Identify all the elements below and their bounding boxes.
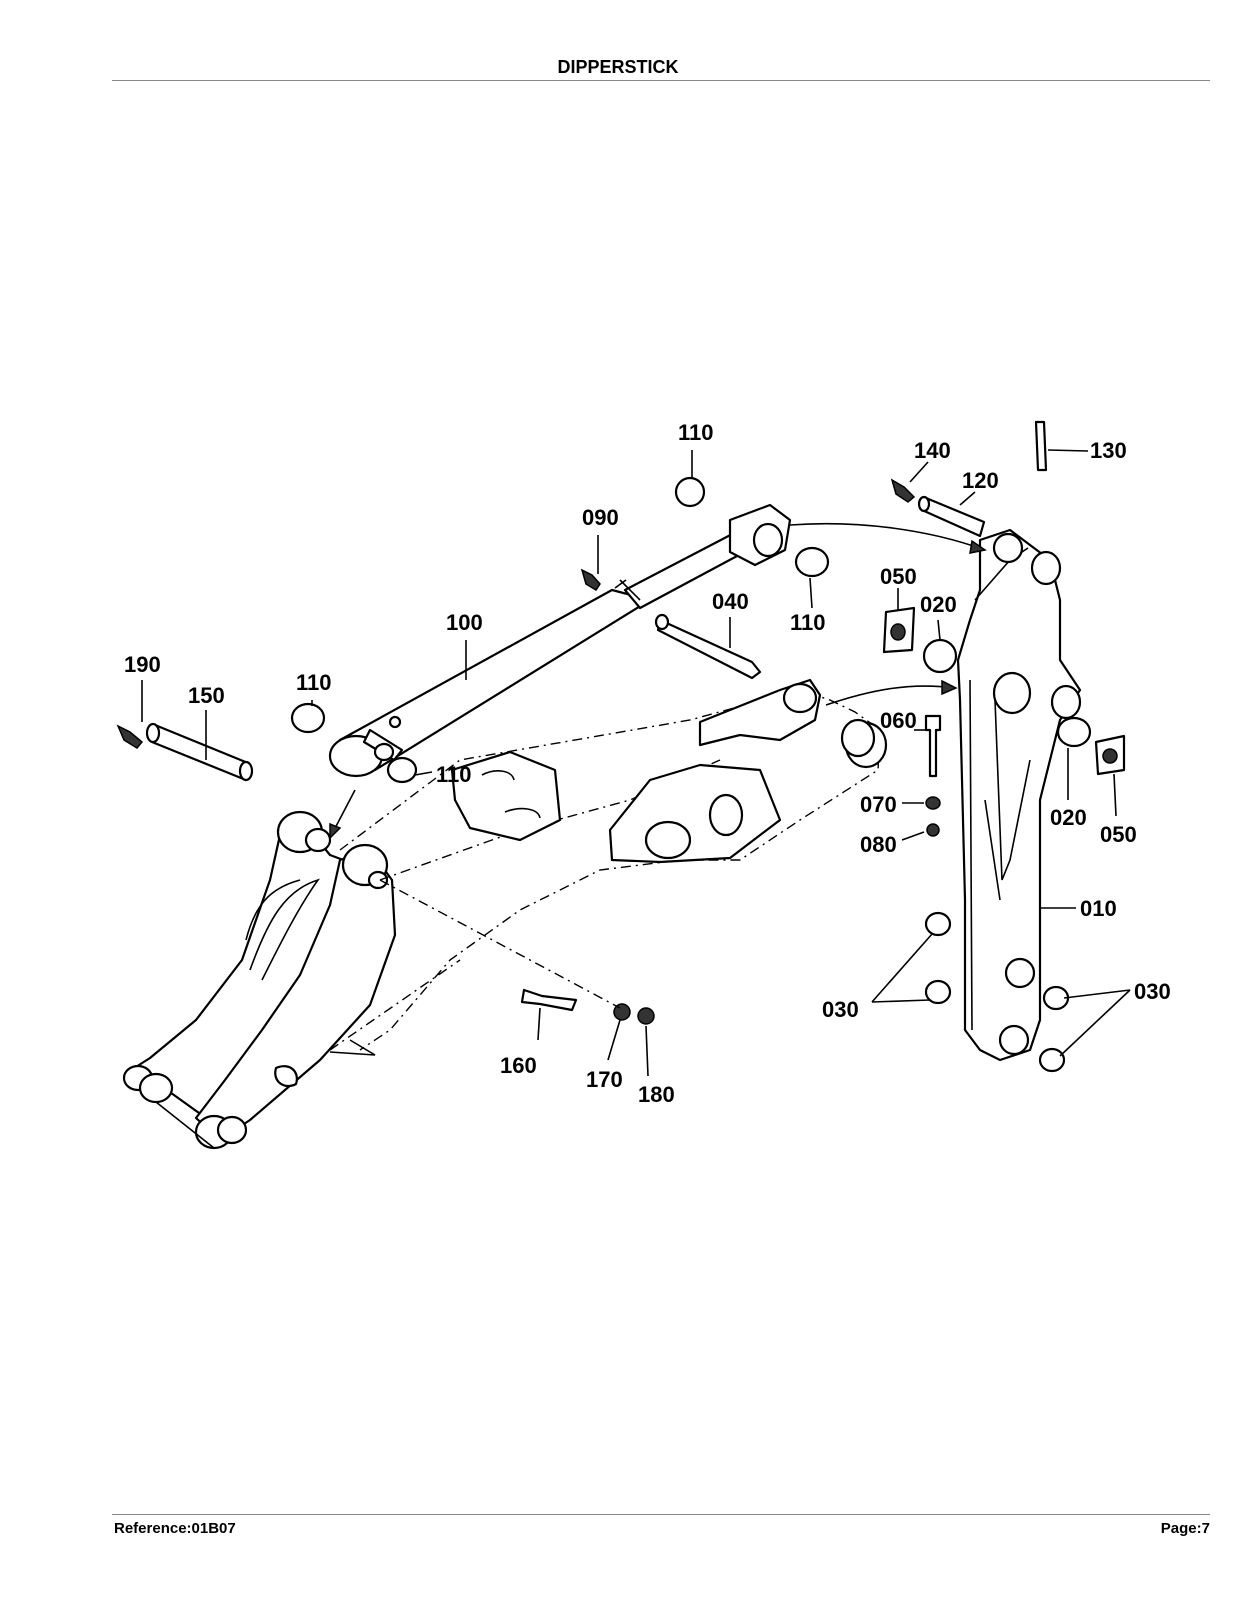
callout-120: 120 bbox=[962, 468, 999, 493]
nut-170 bbox=[613, 1003, 631, 1021]
grease-nipple-140 bbox=[890, 478, 916, 503]
footer-reference: Reference:01B07 bbox=[114, 1520, 236, 1537]
callout-070: 070 bbox=[860, 792, 897, 817]
callout-040: 040 bbox=[712, 589, 749, 614]
callout-010: 010 bbox=[1080, 896, 1117, 921]
pin-130 bbox=[1034, 420, 1048, 472]
pin-040 bbox=[656, 618, 762, 680]
bolt-160 bbox=[520, 988, 578, 1012]
dipperstick-010 bbox=[956, 528, 1082, 1062]
callout-110-right: 110 bbox=[790, 610, 826, 635]
bushing-110-low bbox=[386, 756, 418, 784]
boom-assembly bbox=[122, 678, 888, 1150]
grease-nipple-090 bbox=[580, 568, 601, 592]
callout-140: 140 bbox=[914, 438, 951, 463]
assembly-arrow-upper bbox=[789, 522, 986, 551]
callout-190: 190 bbox=[124, 652, 161, 677]
callout-110-top: 110 bbox=[678, 420, 714, 445]
leader-lines bbox=[141, 449, 1131, 1077]
bushing-030-b bbox=[924, 979, 952, 1005]
nut-080 bbox=[926, 823, 940, 837]
callout-050-right: 050 bbox=[1100, 822, 1137, 847]
callout-160: 160 bbox=[500, 1053, 537, 1078]
callout-060: 060 bbox=[880, 708, 917, 733]
bushing-110-right bbox=[794, 546, 830, 578]
dipper-cylinder bbox=[328, 503, 792, 778]
callout-100: 100 bbox=[446, 610, 483, 635]
callout-020-right: 020 bbox=[1050, 805, 1087, 830]
bushing-030-d bbox=[1038, 1047, 1066, 1073]
callout-020-left: 020 bbox=[920, 592, 957, 617]
pin-120 bbox=[920, 496, 986, 538]
callout-110-low: 110 bbox=[436, 762, 472, 787]
callout-110-left: 110 bbox=[296, 670, 332, 695]
page-title: DIPPERSTICK bbox=[557, 57, 679, 77]
bushing-020-right bbox=[1056, 716, 1092, 748]
callout-030-left: 030 bbox=[822, 997, 859, 1022]
callout-170: 170 bbox=[586, 1067, 623, 1092]
footer-page-number: Page:7 bbox=[1160, 1520, 1210, 1537]
callout-030-right: 030 bbox=[1134, 979, 1171, 1004]
footer-divider bbox=[112, 1514, 1210, 1515]
bushing-110-left bbox=[290, 702, 326, 734]
pin-150 bbox=[150, 723, 250, 782]
callout-080: 080 bbox=[860, 832, 897, 857]
callout-050-left: 050 bbox=[880, 564, 917, 589]
callout-090: 090 bbox=[582, 505, 619, 530]
callout-130: 130 bbox=[1090, 438, 1127, 463]
grease-nipple-190 bbox=[116, 724, 144, 749]
bushing-030-a bbox=[924, 911, 952, 937]
callout-150: 150 bbox=[188, 683, 225, 708]
assembly-arrow-lower bbox=[825, 685, 956, 706]
bolt-060 bbox=[924, 714, 942, 778]
bushing-020-left bbox=[922, 638, 958, 674]
header-divider bbox=[112, 80, 1210, 81]
nut-180 bbox=[637, 1007, 655, 1025]
callout-180: 180 bbox=[638, 1082, 675, 1107]
bushing-110-top bbox=[674, 476, 706, 508]
washer-070 bbox=[925, 796, 941, 810]
